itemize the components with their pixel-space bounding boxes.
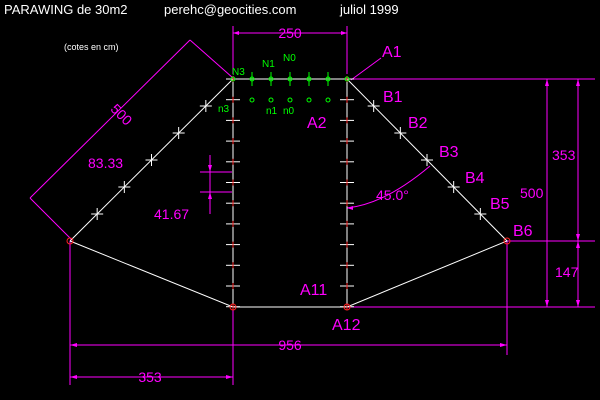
label-A1: A1 xyxy=(382,44,402,61)
dim-diagonal: 500 xyxy=(108,101,136,129)
label-B4: B4 xyxy=(465,170,485,187)
label-B6: B6 xyxy=(513,223,533,240)
lower-node xyxy=(249,97,255,103)
dim-top-width: 250 xyxy=(278,25,302,41)
dim-segment-short: 41.67 xyxy=(154,206,189,222)
label-B1: B1 xyxy=(383,89,403,106)
units-note: (cotes en cm) xyxy=(64,42,119,52)
dim-height-bottom: 147 xyxy=(555,264,579,280)
label-A11: A11 xyxy=(300,282,327,299)
label-N0: N0 xyxy=(283,53,296,64)
diagonal-ticks xyxy=(91,100,487,220)
dim-height-top: 353 xyxy=(552,147,576,163)
lower-node xyxy=(306,97,312,103)
dim-height-total: 500 xyxy=(520,185,544,201)
top-node xyxy=(325,76,331,82)
top-node xyxy=(268,76,274,82)
label-N3: N3 xyxy=(232,67,245,78)
dim-left-offset: 353 xyxy=(138,369,162,385)
corner-markers xyxy=(66,237,511,311)
label-B3: B3 xyxy=(439,144,459,161)
label-N1: N1 xyxy=(262,59,275,70)
label-n0: n0 xyxy=(283,106,295,117)
green-nodes xyxy=(230,72,350,103)
label-B2: B2 xyxy=(408,115,428,132)
dim-angle: 45.0° xyxy=(376,187,409,203)
label-A12: A12 xyxy=(332,317,361,334)
label-A2: A2 xyxy=(307,115,327,132)
email-text: perehc@geocities.com xyxy=(164,2,297,17)
top-node xyxy=(249,76,255,82)
lower-node xyxy=(287,97,293,103)
dim-segment-long: 83.33 xyxy=(88,155,123,171)
lower-node xyxy=(268,97,274,103)
label-B5: B5 xyxy=(490,196,510,213)
dim-span: 956 xyxy=(278,337,302,353)
label-n3: n3 xyxy=(218,104,230,115)
top-node xyxy=(287,76,293,82)
lower-node xyxy=(325,97,331,103)
label-n1: n1 xyxy=(266,106,278,117)
title-text: PARAWING de 30m2 xyxy=(4,2,128,17)
dimension-lines xyxy=(29,26,595,385)
rib-ticks xyxy=(226,76,354,310)
top-node xyxy=(306,76,312,82)
date-text: juliol 1999 xyxy=(340,2,399,17)
